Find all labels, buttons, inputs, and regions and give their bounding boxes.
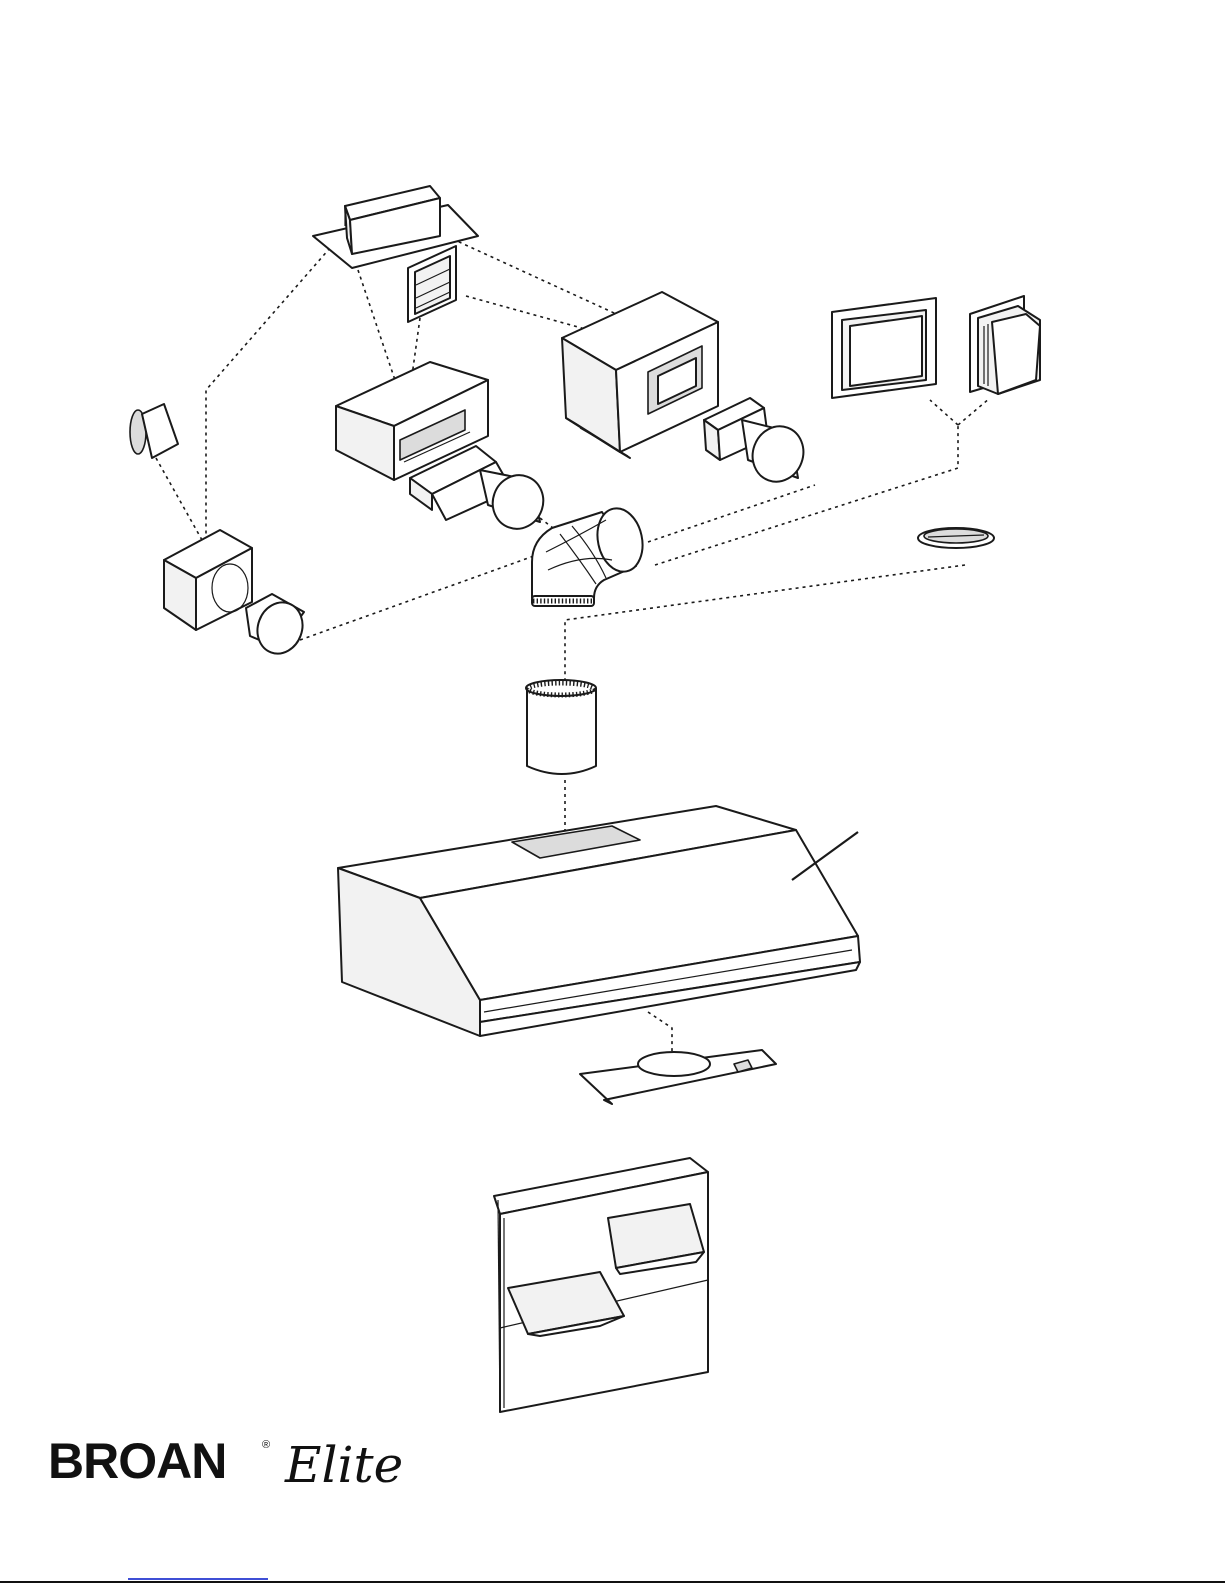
sub-brand-wordmark: Elite (284, 1436, 403, 1494)
bottom-plate (580, 1050, 776, 1104)
small-box (164, 530, 252, 630)
wall-plate (832, 298, 936, 398)
brand-logo: BROAN ® Elite (48, 1433, 403, 1494)
wall-cap (970, 296, 1040, 394)
wall-louver (408, 246, 456, 322)
footer-rule (0, 1581, 1225, 1583)
duct-elbow (532, 504, 648, 606)
duct-connector (704, 398, 811, 489)
filter-panel (494, 1158, 708, 1412)
damper-plug (918, 528, 994, 548)
brand-wordmark: BROAN (48, 1433, 226, 1489)
footer-link-underline[interactable] (128, 1578, 268, 1580)
round-duct (526, 680, 596, 774)
duct-connector (246, 594, 310, 660)
small-wall-cap (130, 404, 178, 458)
range-hood (338, 806, 860, 1036)
registered-mark: ® (262, 1439, 270, 1451)
ceiling-box (562, 292, 718, 458)
